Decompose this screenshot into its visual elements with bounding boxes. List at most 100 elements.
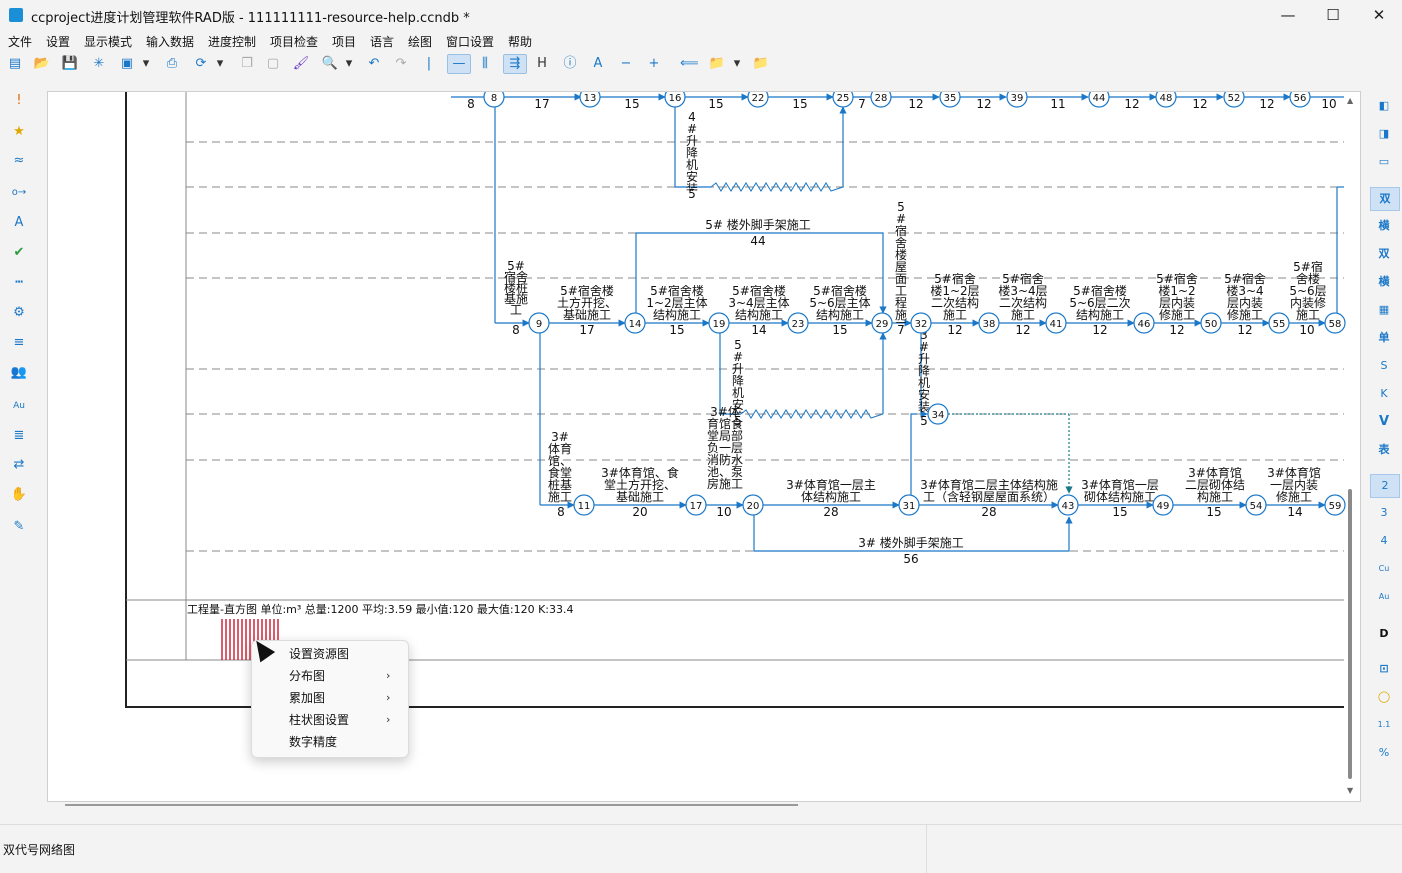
hand-icon[interactable]: ✋	[10, 487, 28, 502]
menu-language[interactable]: 语言	[370, 35, 395, 49]
back-icon[interactable]: ⟸	[680, 56, 699, 71]
vertical-scrollbar[interactable]: ▲ ▼	[1344, 94, 1358, 798]
menu-display-mode[interactable]: 显示模式	[84, 35, 133, 49]
menu-item-number-precision[interactable]: 数字精度	[289, 735, 338, 749]
comment-icon[interactable]: ◯	[1377, 690, 1391, 703]
horizontal-button[interactable]: 横	[1378, 219, 1390, 232]
menu-settings[interactable]: 设置	[46, 35, 71, 49]
users-icon[interactable]: 👥	[10, 365, 28, 380]
redo-icon[interactable]: ↷	[395, 56, 407, 71]
precision-button[interactable]: 1.1	[1377, 720, 1391, 729]
refresh-icon[interactable]: ⟳	[195, 56, 207, 71]
menu-window-settings[interactable]: 窗口设置	[446, 35, 495, 49]
network-icon[interactable]: ⇶	[503, 54, 527, 74]
dropdown-icon[interactable]: ▾	[142, 56, 150, 71]
image-icon[interactable]: ▣	[120, 56, 134, 71]
wave-icon[interactable]: ≈	[13, 153, 25, 168]
network-canvas[interactable]: 8 17 15 15 15 7 12 12 11 12 12 12 10 4#升…	[47, 91, 1361, 802]
level-2-button[interactable]: 2	[1370, 474, 1400, 498]
text-a-icon[interactable]: A	[593, 56, 603, 71]
sort-icon[interactable]: ≡	[13, 335, 25, 350]
undo-icon[interactable]: ↶	[368, 56, 380, 71]
minimize-button[interactable]: —	[1280, 6, 1296, 24]
horizontal-alt-button[interactable]: 横	[1378, 275, 1390, 288]
format-painter-icon[interactable]: 🖌	[292, 56, 310, 71]
single-code-button[interactable]: 单	[1378, 331, 1390, 344]
svg-text:28: 28	[875, 93, 888, 104]
save-icon[interactable]: 💾	[61, 56, 79, 71]
dotted-line-icon[interactable]: ┅	[15, 275, 23, 290]
link-icon[interactable]: o→	[11, 187, 27, 198]
warning-icon[interactable]: !	[16, 93, 22, 108]
dropdown-icon[interactable]: ▾	[345, 56, 353, 71]
double-code-button[interactable]: 双	[1370, 187, 1400, 211]
menu-progress-control[interactable]: 进度控制	[208, 35, 257, 49]
task-3-earthwork: 3#体育馆、食堂土方开挖、基础施工	[601, 467, 679, 504]
paste-icon[interactable]: ▢	[266, 56, 280, 71]
star-icon[interactable]: ★	[13, 124, 25, 139]
menu-item-cumulative-chart[interactable]: 累加图›	[252, 687, 408, 709]
close-button[interactable]: ✕	[1372, 6, 1386, 24]
zoom-out-icon[interactable]: −	[620, 56, 632, 71]
menu-item-distribution-chart[interactable]: 分布图›	[252, 665, 408, 687]
column-icon[interactable]: ⫼	[482, 56, 488, 71]
swap-icon[interactable]: ⇄	[13, 457, 25, 472]
print-icon[interactable]: ⎙	[166, 56, 178, 71]
zoom-in-icon[interactable]: +	[648, 56, 660, 71]
window-title: ccproject进度计划管理软件RAD版 - 111111111-resour…	[31, 11, 470, 26]
menu-project[interactable]: 项目	[332, 35, 357, 49]
search-icon[interactable]: 🔍	[321, 56, 339, 71]
copy-icon[interactable]: ❐	[241, 56, 253, 71]
panel-bottom-icon[interactable]: ▭	[1378, 155, 1390, 168]
duration-label: 7	[897, 323, 905, 337]
scroll-up-icon[interactable]: ▲	[1347, 96, 1354, 105]
menu-draw[interactable]: 绘图	[408, 35, 433, 49]
dropdown-icon[interactable]: ▾	[216, 56, 224, 71]
star-burst-icon[interactable]: ✳	[93, 56, 105, 71]
font-icon[interactable]: A	[14, 215, 24, 230]
task-3-masonry-2: 3#体育馆二层砌体结构施工	[1185, 467, 1245, 504]
gear-icon[interactable]: ⚙	[13, 305, 25, 320]
node: 32	[910, 312, 932, 334]
menu-input-data[interactable]: 输入数据	[146, 35, 195, 49]
check-icon[interactable]: ✔	[13, 245, 25, 260]
h-icon[interactable]: H	[537, 56, 547, 71]
percent-button[interactable]: %	[1378, 746, 1390, 759]
vertical-scroll-thumb[interactable]	[1348, 489, 1352, 779]
table-button[interactable]: 表	[1378, 443, 1390, 456]
maximize-button[interactable]: ☐	[1326, 6, 1340, 24]
au-icon[interactable]: Au	[13, 401, 25, 411]
k-button[interactable]: K	[1380, 387, 1388, 400]
horizontal-scroll-thumb[interactable]	[65, 804, 798, 806]
red-folder-icon[interactable]: 📁	[752, 56, 770, 71]
node: 54	[1245, 494, 1267, 516]
filter-icon[interactable]: ≣	[13, 428, 25, 443]
single-line-icon[interactable]: —	[447, 54, 471, 74]
menu-file[interactable]: 文件	[8, 35, 33, 49]
au-button[interactable]: Au	[1378, 592, 1390, 601]
open-icon[interactable]: 📂	[33, 56, 51, 71]
cu-button[interactable]: Cu	[1378, 564, 1390, 573]
horizontal-scrollbar[interactable]	[47, 800, 1359, 812]
new-icon[interactable]: ▤	[8, 56, 22, 71]
menu-help[interactable]: 帮助	[508, 35, 533, 49]
panel-right-icon[interactable]: ◨	[1378, 127, 1390, 140]
double-code-alt-button[interactable]: 双	[1378, 247, 1390, 260]
level-3-button[interactable]: 3	[1380, 506, 1388, 519]
scroll-down-icon[interactable]: ▼	[1347, 786, 1354, 795]
folder-icon[interactable]: 📁	[708, 56, 726, 71]
grid-table-icon[interactable]: ▦	[1378, 303, 1390, 316]
menu-project-check[interactable]: 项目检查	[270, 35, 319, 49]
frame-icon[interactable]: ⊡	[1379, 662, 1389, 675]
panel-left-icon[interactable]: ◧	[1378, 99, 1390, 112]
pen-icon[interactable]: ✎	[13, 519, 25, 534]
info-icon[interactable]: ⓘ	[563, 56, 577, 71]
network-diagram[interactable]: 8 17 15 15 15 7 12 12 11 12 12 12 10 4#升…	[48, 92, 1360, 801]
level-4-button[interactable]: 4	[1380, 534, 1388, 547]
d-button[interactable]: D	[1379, 627, 1389, 640]
menu-item-bar-chart-settings[interactable]: 柱状图设置›	[252, 709, 408, 731]
v-button[interactable]: V	[1378, 414, 1390, 429]
menu-item-set-resource-chart[interactable]: 设置资源图	[289, 647, 350, 661]
dropdown-icon[interactable]: ▾	[733, 56, 741, 71]
s-button[interactable]: S	[1380, 359, 1388, 372]
